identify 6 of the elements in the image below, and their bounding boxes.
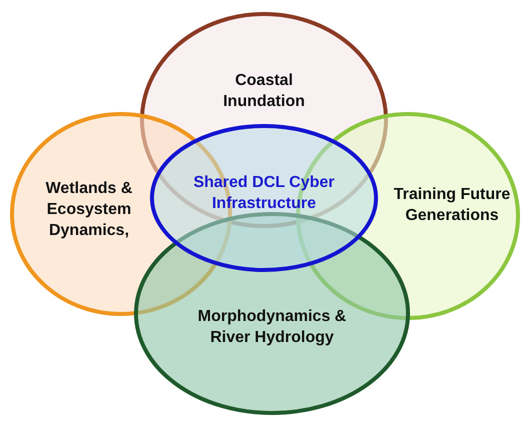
circle-label: Wetlands & Ecosystem Dynamics, <box>44 179 134 241</box>
circle-label: Coastal Inundation <box>222 71 306 112</box>
circle-label: Training Future Generations <box>392 185 512 226</box>
ellipse-circle <box>150 124 378 272</box>
circle-label: Morphodynamics & River Hydrology <box>196 307 348 348</box>
circle-label: Shared DCL Cyber Infrastructure <box>192 173 336 214</box>
